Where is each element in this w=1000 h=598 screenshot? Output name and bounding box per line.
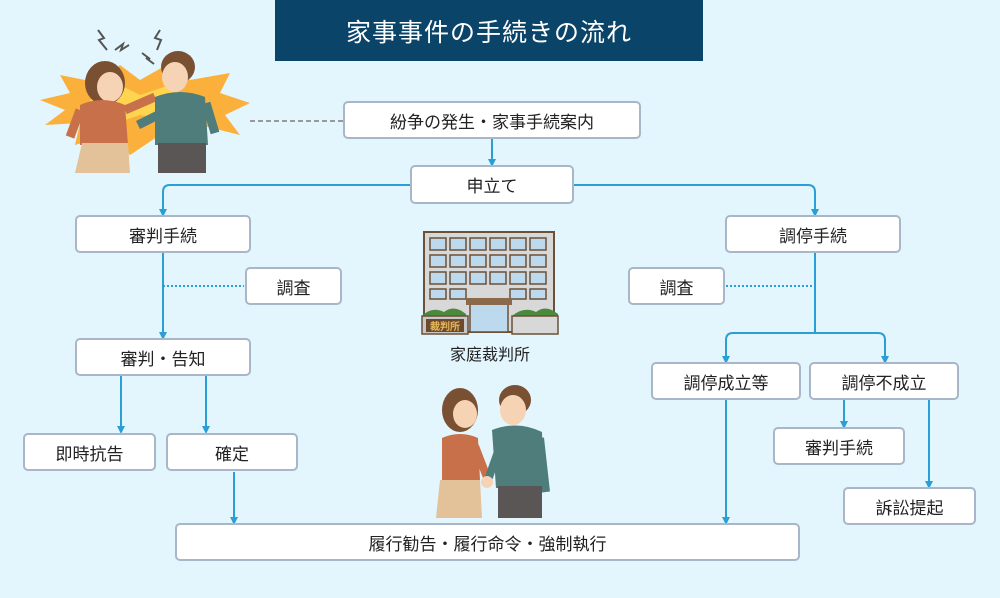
node-petition[interactable]: 申立て — [410, 165, 574, 204]
handshake-couple-illustration — [436, 385, 550, 518]
node-finalized[interactable]: 確定 — [166, 433, 298, 471]
arrow-petition-trial — [159, 184, 410, 217]
node-trial-procedure[interactable]: 審判手続 — [75, 215, 251, 253]
node-lawsuit[interactable]: 訴訟提起 — [843, 487, 976, 525]
lightning-icon — [114, 41, 130, 53]
node-conciliation-success[interactable]: 調停成立等 — [651, 362, 801, 400]
node-enforcement[interactable]: 履行勧告・履行命令・強制執行 — [175, 523, 800, 561]
node-investigation-left[interactable]: 調査 — [245, 267, 342, 305]
lightning-icon — [141, 52, 155, 65]
page-title: 家事事件の手続きの流れ — [275, 0, 703, 61]
court-sign: 裁判所 — [430, 320, 460, 333]
lightning-icon — [97, 29, 108, 51]
arguing-couple-illustration — [40, 29, 250, 173]
arrow-petition-conciliation — [574, 184, 819, 217]
node-immediate-appeal[interactable]: 即時抗告 — [23, 433, 156, 471]
court-building-icon: 裁判所 — [421, 231, 559, 335]
node-trial-procedure-2[interactable]: 審判手続 — [773, 427, 905, 465]
node-conciliation-procedure[interactable]: 調停手続 — [725, 215, 901, 253]
lightning-icon — [153, 29, 163, 51]
node-investigation-right[interactable]: 調査 — [628, 267, 725, 305]
node-conciliation-failure[interactable]: 調停不成立 — [809, 362, 959, 400]
node-trial-notice[interactable]: 審判・告知 — [75, 338, 251, 376]
court-label: 家庭裁判所 — [449, 345, 530, 364]
node-dispute[interactable]: 紛争の発生・家事手続案内 — [343, 101, 641, 139]
arrow-to-failure — [815, 332, 889, 364]
arrow-to-success — [722, 332, 815, 364]
